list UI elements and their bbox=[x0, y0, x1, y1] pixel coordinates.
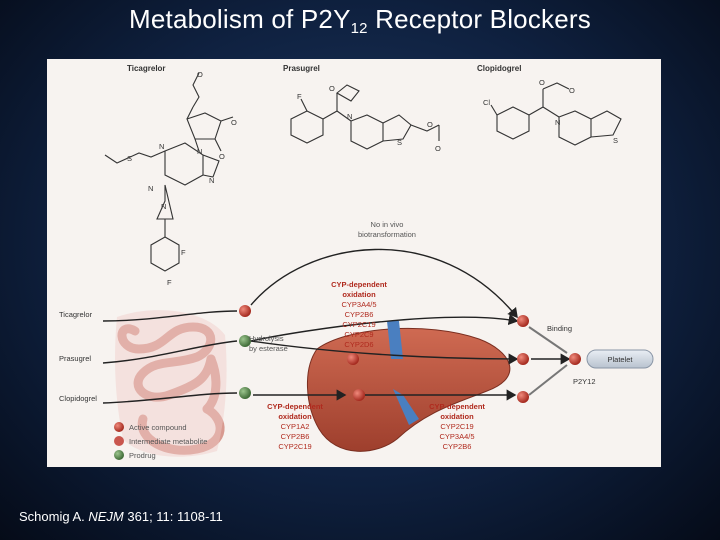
arrow-clopidogrel-in bbox=[102, 392, 238, 404]
citation-details: 361; 11: 1108-11 bbox=[123, 509, 223, 524]
cyp-left-list: CYP-dependent oxidation CYP1A2 CYP2B6 CY… bbox=[267, 402, 323, 451]
slide-title: Metabolism of P2Y12 Receptor Blockers bbox=[0, 4, 720, 37]
platelet: Platelet bbox=[586, 349, 654, 369]
cyp-right-1: oxidation bbox=[440, 412, 474, 421]
cyp-right-2: CYP2C19 bbox=[440, 422, 473, 431]
platelet-label: Platelet bbox=[607, 355, 633, 364]
tic-atom-n3: N bbox=[209, 176, 214, 185]
legend-swatch-active bbox=[114, 422, 124, 432]
liver-illustration bbox=[307, 321, 511, 452]
cyp-left-2: CYP1A2 bbox=[281, 422, 310, 431]
pras-atom-o2: O bbox=[427, 120, 433, 129]
no-biotransformation-label: No in vivo biotransformation bbox=[358, 220, 416, 239]
cyp-top-4: CYP2C19 bbox=[342, 320, 375, 329]
legend-label-intermediate: Intermediate metabolite bbox=[129, 437, 207, 446]
pras-atom-s: S bbox=[397, 138, 402, 147]
cyp-top-0: CYP-dependent bbox=[331, 280, 387, 289]
legend-swatch-prodrug bbox=[114, 450, 124, 460]
row-label-prasugrel: Prasugrel bbox=[59, 354, 91, 363]
tic-atom-o1: O bbox=[197, 70, 203, 79]
metabolism-figure: Ticagrelor Prasugrel Clopidogrel O O O S… bbox=[47, 59, 661, 467]
cyp-top-2: CYP3A4/5 bbox=[341, 300, 376, 309]
arrow-ticagrelor-direct bbox=[250, 248, 518, 319]
tic-atom-f2: F bbox=[167, 278, 172, 287]
clopidogrel-structure bbox=[490, 82, 622, 146]
pras-atom-n: N bbox=[347, 112, 352, 121]
tic-atom-o3: O bbox=[219, 152, 225, 161]
no-bio-line1: No in vivo bbox=[371, 220, 404, 229]
title-main: Metabolism of P2Y bbox=[129, 4, 351, 34]
cyp-right-list: CYP-dependent oxidation CYP2C19 CYP3A4/5… bbox=[429, 402, 485, 451]
citation-journal: NEJM bbox=[88, 509, 124, 524]
dot-active-clopidogrel bbox=[517, 391, 529, 403]
clop-atom-o2: O bbox=[569, 86, 575, 95]
clop-atom-n: N bbox=[555, 118, 560, 127]
arrow-prasugrel-to-liver bbox=[250, 340, 519, 365]
dot-receptor bbox=[569, 353, 581, 365]
dot-ticagrelor-start bbox=[239, 305, 251, 317]
arrow-ticagrelor-in bbox=[102, 310, 238, 322]
tic-atom-o2: O bbox=[231, 118, 237, 127]
no-bio-line2: biotransformation bbox=[358, 230, 416, 239]
binding-label: Binding bbox=[547, 324, 572, 333]
row-label-ticagrelor: Ticagrelor bbox=[59, 310, 93, 319]
header-ticagrelor: Ticagrelor bbox=[127, 64, 166, 73]
hydrolysis-line2: by esterase bbox=[249, 344, 288, 353]
title-rest: Receptor Blockers bbox=[367, 4, 591, 34]
flow-arrows bbox=[102, 248, 571, 404]
tic-atom-n5: N bbox=[161, 202, 166, 211]
clop-atom-cl: Cl bbox=[483, 98, 490, 107]
intestine-illustration bbox=[117, 322, 225, 455]
citation-author: Schomig A. bbox=[19, 509, 89, 524]
dot-clopidogrel-start bbox=[239, 387, 251, 399]
pras-atom-f: F bbox=[297, 92, 302, 101]
clop-atom-o1: O bbox=[539, 78, 545, 87]
cyp-right-0: CYP-dependent bbox=[429, 402, 485, 411]
ticagrelor-structure bbox=[104, 72, 234, 272]
hydrolysis-line1: Hydrolysis bbox=[249, 334, 284, 343]
dot-prasugrel-intermediate bbox=[347, 353, 359, 365]
pras-atom-o1: O bbox=[329, 84, 335, 93]
legend-swatch-intermediate bbox=[114, 436, 124, 446]
cyp-left-1: oxidation bbox=[278, 412, 312, 421]
cyp-left-4: CYP2C19 bbox=[278, 442, 311, 451]
hydrolysis-label: Hydrolysis by esterase bbox=[249, 334, 288, 353]
legend-label-active: Active compound bbox=[129, 423, 187, 432]
dot-prasugrel-start bbox=[239, 335, 251, 347]
metabolism-diagram: Ticagrelor Prasugrel Clopidogrel O O O S… bbox=[59, 64, 654, 460]
prasugrel-structure bbox=[290, 84, 440, 150]
cyp-top-3: CYP2B6 bbox=[345, 310, 374, 319]
cyp-right-3: CYP3A4/5 bbox=[439, 432, 474, 441]
tic-atom-n1: N bbox=[159, 142, 164, 151]
arrow-prasugrel-cyp bbox=[250, 314, 519, 342]
dot-clopidogrel-intermediate bbox=[353, 389, 365, 401]
receptor-label: P2Y12 bbox=[573, 377, 596, 386]
legend-label-prodrug: Prodrug bbox=[129, 451, 156, 460]
title-subscript: 12 bbox=[350, 20, 368, 37]
pras-atom-o3: O bbox=[435, 144, 441, 153]
tic-atom-s: S bbox=[127, 154, 132, 163]
tic-atom-n4: N bbox=[148, 184, 153, 193]
row-label-clopidogrel: Clopidogrel bbox=[59, 394, 97, 403]
cyp-left-3: CYP2B6 bbox=[281, 432, 310, 441]
cyp-right-4: CYP2B6 bbox=[443, 442, 472, 451]
cyp-top-1: oxidation bbox=[342, 290, 376, 299]
dot-active-prasugrel bbox=[517, 353, 529, 365]
arrow-prasugrel-in bbox=[102, 340, 238, 364]
binding-arrows bbox=[528, 326, 568, 396]
tic-atom-n2: N bbox=[197, 147, 202, 156]
tic-atom-f1: F bbox=[181, 248, 186, 257]
intestine-outline bbox=[115, 310, 227, 457]
header-prasugrel: Prasugrel bbox=[283, 64, 320, 73]
clop-atom-s: S bbox=[613, 136, 618, 145]
cyp-left-0: CYP-dependent bbox=[267, 402, 323, 411]
citation: Schomig A. NEJM 361; 11: 1108-11 bbox=[19, 509, 223, 524]
cyp-top-5: CYP2C9 bbox=[344, 330, 373, 339]
cyp-top-list: CYP-dependent oxidation CYP3A4/5 CYP2B6 … bbox=[331, 280, 387, 349]
legend: Active compound Intermediate metabolite … bbox=[114, 422, 207, 460]
header-clopidogrel: Clopidogrel bbox=[477, 64, 521, 73]
cyp-top-6: CYP2D6 bbox=[344, 340, 373, 349]
dot-active-ticagrelor bbox=[517, 315, 529, 327]
